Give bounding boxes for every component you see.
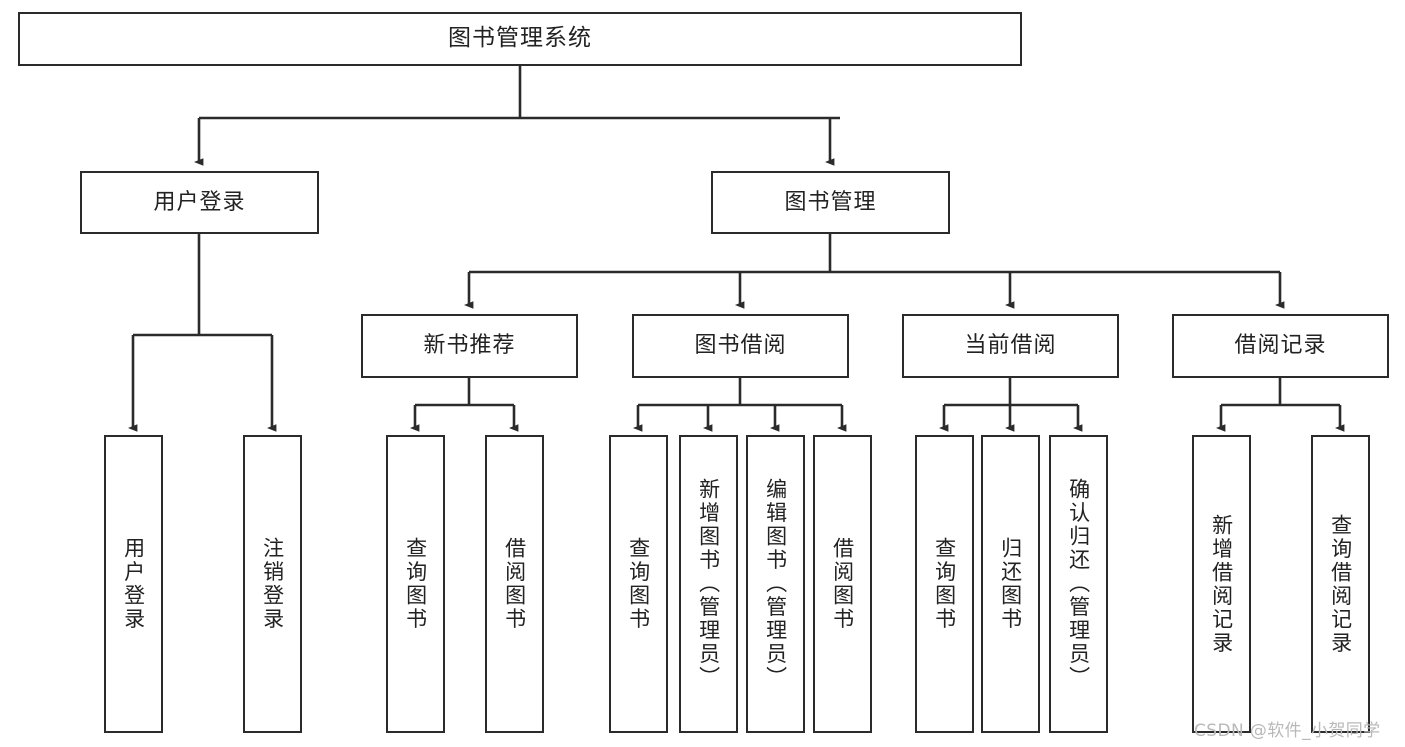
node-label: 图书管理系统 bbox=[448, 25, 592, 52]
node-new-book-recommend[interactable]: 新书推荐 bbox=[361, 314, 578, 378]
leaf-query-borrow-record[interactable]: 查询借阅记录 bbox=[1311, 435, 1370, 733]
node-label: 图书借阅 bbox=[694, 333, 787, 359]
node-label: 查询图书 bbox=[626, 537, 651, 631]
node-borrow-record[interactable]: 借阅记录 bbox=[1172, 314, 1389, 378]
node-label: 确认归还（管理员） bbox=[1066, 478, 1091, 690]
node-label: 查询图书 bbox=[932, 537, 957, 631]
node-current-borrow[interactable]: 当前借阅 bbox=[902, 314, 1119, 378]
node-label: 用户登录 bbox=[153, 189, 246, 215]
leaf-user-logout[interactable]: 注销登录 bbox=[243, 435, 302, 733]
leaf-return-book[interactable]: 归还图书 bbox=[981, 435, 1040, 733]
node-book-management[interactable]: 图书管理 bbox=[711, 171, 950, 234]
node-label: 借阅图书 bbox=[830, 537, 855, 631]
node-label: 借阅图书 bbox=[502, 537, 527, 631]
leaf-add-borrow-record[interactable]: 新增借阅记录 bbox=[1192, 435, 1251, 733]
node-label: 当前借阅 bbox=[964, 333, 1057, 359]
leaf-borrow-book[interactable]: 借阅图书 bbox=[813, 435, 872, 733]
watermark-csdn: CSDN @软件_小贺同学 bbox=[1194, 721, 1381, 741]
leaf-edit-book-admin[interactable]: 编辑图书（管理员） bbox=[746, 435, 805, 733]
leaf-query-book-recommend[interactable]: 查询图书 bbox=[386, 435, 445, 733]
leaf-borrow-book-recommend[interactable]: 借阅图书 bbox=[485, 435, 544, 733]
leaf-query-book-borrow[interactable]: 查询图书 bbox=[609, 435, 668, 733]
node-label: 借阅记录 bbox=[1234, 333, 1327, 359]
node-book-borrow[interactable]: 图书借阅 bbox=[632, 314, 849, 378]
leaf-query-book-current[interactable]: 查询图书 bbox=[915, 435, 974, 733]
node-label: 查询借阅记录 bbox=[1328, 513, 1353, 655]
node-label: 注销登录 bbox=[260, 537, 285, 631]
leaf-add-book-admin[interactable]: 新增图书（管理员） bbox=[679, 435, 738, 733]
leaf-user-login[interactable]: 用户登录 bbox=[104, 435, 163, 733]
leaf-confirm-return-admin[interactable]: 确认归还（管理员） bbox=[1049, 435, 1108, 733]
node-root-system[interactable]: 图书管理系统 bbox=[18, 12, 1022, 66]
node-label: 归还图书 bbox=[998, 537, 1023, 631]
node-label: 查询图书 bbox=[403, 537, 428, 631]
node-label: 用户登录 bbox=[121, 537, 146, 631]
node-label: 新增图书（管理员） bbox=[696, 478, 721, 690]
node-label: 新书推荐 bbox=[423, 333, 516, 359]
node-label: 编辑图书（管理员） bbox=[763, 478, 788, 690]
node-user-login[interactable]: 用户登录 bbox=[80, 171, 319, 234]
node-label: 新增借阅记录 bbox=[1209, 513, 1234, 655]
node-label: 图书管理 bbox=[784, 189, 877, 215]
